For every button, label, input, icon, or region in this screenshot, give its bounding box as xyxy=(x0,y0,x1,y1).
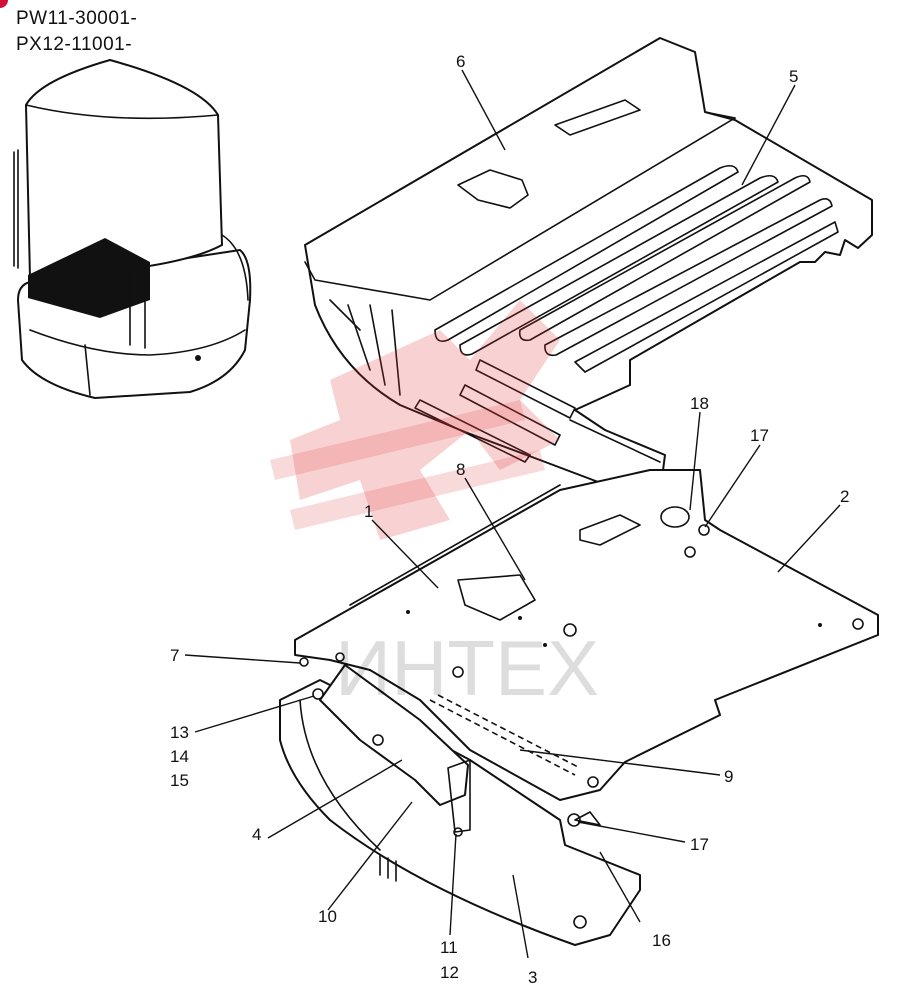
callout-14: 14 xyxy=(170,747,189,766)
callout-9: 9 xyxy=(724,767,733,786)
watermark: ИНТЕХ xyxy=(270,300,599,712)
callout-labels: 6 5 18 17 2 1 8 7 13 14 15 9 17 4 10 16 … xyxy=(170,52,849,987)
callout-15: 15 xyxy=(170,771,189,790)
leader-lines xyxy=(184,69,841,959)
callout-8: 8 xyxy=(456,460,465,479)
callout-13: 13 xyxy=(170,723,189,742)
callout-6: 6 xyxy=(456,52,465,71)
part-2-floor-plate xyxy=(294,469,879,801)
serial-number-1: PW11-30001- xyxy=(16,8,138,29)
callout-12: 12 xyxy=(440,963,459,982)
machine-inset xyxy=(13,59,252,399)
callout-11: 11 xyxy=(440,938,458,957)
callout-3: 3 xyxy=(528,968,537,987)
cab-floor-shaded xyxy=(28,238,150,318)
callout-18: 18 xyxy=(690,394,709,413)
hardware-bolts xyxy=(299,657,581,837)
callout-4: 4 xyxy=(252,825,261,844)
callout-10: 10 xyxy=(318,907,337,926)
part-6-floor-mat xyxy=(304,37,873,495)
callout-7: 7 xyxy=(170,646,179,665)
callout-1: 1 xyxy=(364,502,373,521)
corner-marker xyxy=(0,0,8,8)
part-4-side-bracket xyxy=(319,664,471,833)
watermark-text: ИНТЕХ xyxy=(335,624,599,712)
callout-16: 16 xyxy=(652,931,671,950)
part-9-seal-strip xyxy=(429,694,581,776)
callout-17-upper: 17 xyxy=(750,426,769,445)
callout-5: 5 xyxy=(789,67,798,86)
callout-2: 2 xyxy=(840,487,849,506)
serial-number-2: PX12-11001- xyxy=(16,34,133,55)
callout-17-lower: 17 xyxy=(690,835,709,854)
